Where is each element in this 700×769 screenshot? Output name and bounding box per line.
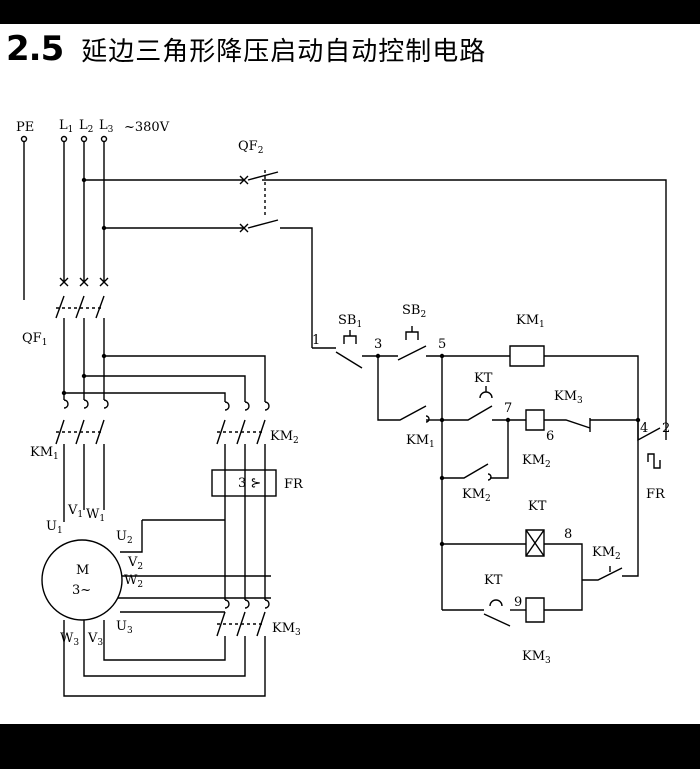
node-5: 5	[438, 337, 446, 352]
qf1-label: QF1	[22, 331, 47, 348]
pe-label: PE	[16, 120, 34, 135]
l1-label: L1	[59, 118, 73, 135]
km2-nc-label: KM2	[592, 545, 621, 562]
motor-phase-label: 3~	[72, 583, 91, 598]
km1-label: KM1	[30, 445, 59, 462]
fr-label: FR	[284, 477, 304, 492]
v2-label: V2	[127, 555, 143, 572]
v3-label: V3	[87, 631, 103, 648]
supply-terminals	[20, 135, 108, 143]
u1-label: U1	[46, 519, 63, 536]
fr-box-label: 3 ⊱	[238, 476, 261, 491]
km2-coil-label: KM2	[522, 453, 551, 470]
qf1-breaker	[55, 277, 109, 400]
w3-label: W3	[60, 631, 79, 648]
paper-background	[0, 24, 700, 724]
qf2-breaker	[81, 170, 667, 432]
l2-label: L2	[79, 118, 93, 135]
node-2: 2	[662, 421, 670, 436]
section-title: 延边三角形降压启动自动控制电路	[81, 36, 487, 67]
km2-contact-label: KM2	[462, 487, 491, 504]
kt-timed-label: KT	[484, 573, 503, 588]
node-3: 3	[374, 337, 382, 352]
power-bus	[61, 353, 266, 402]
node-4: 4	[640, 421, 648, 436]
node-8: 8	[564, 527, 572, 542]
km1-main-contacts	[55, 399, 109, 522]
motor-m-label: M	[76, 563, 89, 578]
km2-main-contacts	[216, 401, 270, 600]
section-number: 2.5	[6, 29, 64, 69]
km3-main-contacts	[216, 599, 270, 637]
kt-coil-label: KT	[528, 499, 547, 514]
km3-nc-label: KM3	[554, 389, 583, 406]
l3-label: L3	[99, 118, 114, 135]
node-1: 1	[312, 333, 320, 348]
node-6: 6	[546, 429, 554, 444]
fr-contact-label: FR	[646, 487, 666, 502]
node-9: 9	[514, 595, 522, 610]
sb1-label: SB1	[338, 313, 362, 330]
fr-thermal-relay	[211, 469, 277, 497]
km1-contact-label: KM1	[406, 433, 435, 450]
w1-label: W1	[86, 507, 105, 524]
control-wiring	[312, 326, 667, 627]
km1-coil-label: KM1	[516, 313, 545, 330]
u2-label: U2	[116, 529, 133, 546]
motor	[41, 519, 271, 697]
node-7: 7	[504, 401, 512, 416]
voltage-label: ~380V	[124, 120, 170, 135]
u3-label: U3	[116, 619, 133, 636]
qf2-label: QF2	[238, 139, 263, 156]
sb2-label: SB2	[402, 303, 426, 320]
v1-label: V1	[67, 503, 83, 520]
km2-label: KM2	[270, 429, 299, 446]
km3-label: KM3	[272, 621, 301, 638]
kt-contact-label: KT	[474, 371, 493, 386]
section-header: 2.5 延边三角形降压启动自动控制电路	[6, 26, 486, 72]
km3-coil-label: KM3	[522, 649, 551, 666]
w2-label: W2	[124, 573, 143, 590]
